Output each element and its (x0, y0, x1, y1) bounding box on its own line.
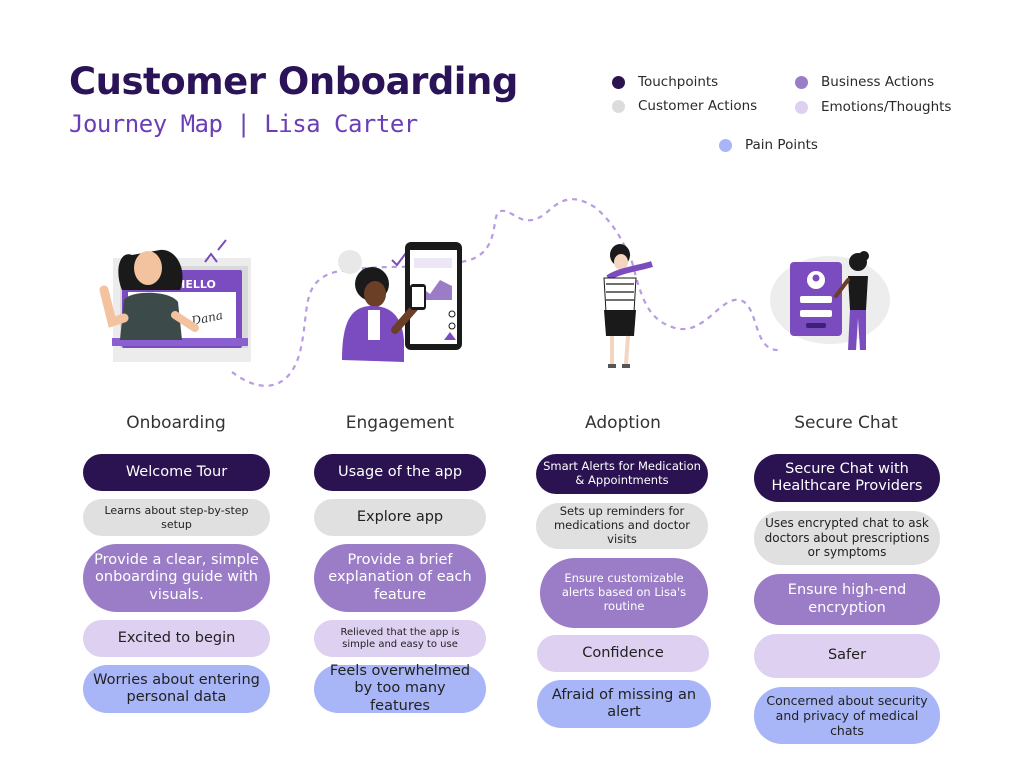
stage-title-secure-chat: Secure Chat (794, 413, 898, 433)
business-action-card: Provide a brief explanation of each feat… (314, 544, 486, 612)
pain-point-card: Concerned about security and privacy of … (754, 687, 940, 744)
pain-point-card: Worries about entering personal data (83, 665, 270, 713)
legend-label: Customer Actions (638, 98, 758, 114)
legend-label: Emotions/Thoughts (821, 99, 952, 115)
legend-dot-customer-actions (612, 99, 625, 113)
legend-dot-touchpoints (612, 75, 625, 89)
legend-pain-points: Pain Points (719, 137, 818, 153)
legend-dot-emotions (795, 100, 808, 114)
customer-action-card: Sets up reminders for medications and do… (536, 503, 708, 549)
customer-action-card: Learns about step-by-step setup (83, 499, 270, 536)
emotion-card: Excited to begin (83, 620, 270, 657)
customer-action-card: Uses encrypted chat to ask doctors about… (754, 511, 940, 565)
emotion-card: Relieved that the app is simple and easy… (314, 620, 486, 657)
touchpoint-card: Usage of the app (314, 454, 486, 491)
legend-label: Business Actions (821, 74, 935, 90)
engagement-illustration (338, 242, 462, 362)
journey-illustrations: HELLO Dana (99, 198, 890, 387)
stage-title-onboarding: Onboarding (126, 413, 226, 433)
legend-business-actions: Business Actions (795, 74, 934, 90)
signature-text: Dana (189, 308, 224, 328)
customer-action-card: Explore app (314, 499, 486, 536)
legend-label: Touchpoints (638, 74, 719, 90)
touchpoint-card: Smart Alerts for Medication & Appointmen… (536, 454, 708, 494)
business-action-card: Provide a clear, simple onboarding guide… (83, 544, 270, 612)
emotion-card: Confidence (537, 635, 709, 672)
legend-dot-business-actions (795, 75, 808, 89)
page-title: Customer Onboarding (69, 60, 518, 103)
stage-title-adoption: Adoption (585, 413, 661, 433)
journey-path (231, 198, 781, 387)
business-action-card: Ensure customizable alerts based on Lisa… (540, 558, 708, 628)
stage-title-engagement: Engagement (345, 413, 455, 433)
pain-point-card: Afraid of missing an alert (537, 680, 711, 728)
legend-touchpoints: Touchpoints (612, 74, 718, 90)
business-action-card: Ensure high-end encryption (754, 574, 940, 625)
legend-emotions: Emotions/Thoughts (795, 99, 951, 115)
touchpoint-card: Welcome Tour (83, 454, 270, 491)
legend-customer-actions: Customer Actions (612, 98, 757, 114)
touchpoint-card: Secure Chat with Healthcare Providers (754, 454, 940, 502)
secure-chat-illustration (770, 251, 890, 350)
page-subtitle: Journey Map | Lisa Carter (69, 110, 418, 138)
adoption-illustration (603, 244, 653, 368)
pain-point-card: Feels overwhelmed by too many features (314, 663, 486, 714)
hello-card-text: HELLO (176, 278, 216, 291)
emotion-card: Safer (754, 634, 940, 678)
legend-label: Pain Points (745, 137, 818, 153)
legend-dot-pain-points (719, 138, 732, 152)
onboarding-illustration: HELLO Dana (99, 239, 251, 362)
